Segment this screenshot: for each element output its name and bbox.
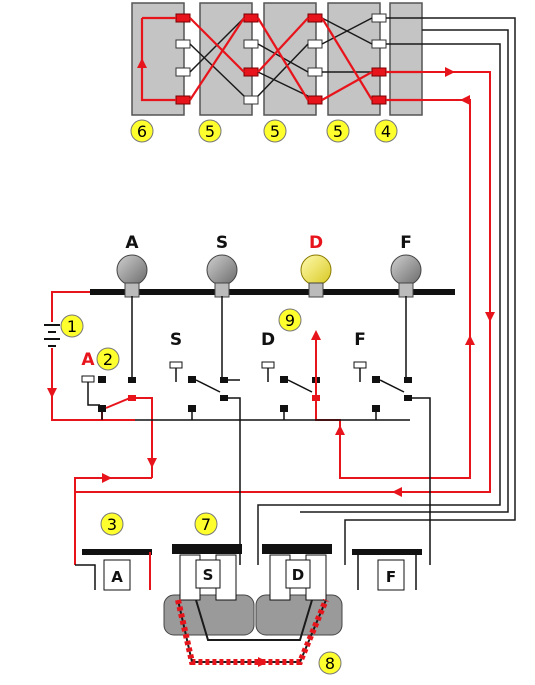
key-switch-a[interactable] (81, 375, 153, 478)
lamp-label-s: S (216, 233, 228, 253)
svg-text:6: 6 (137, 122, 147, 141)
key-switch-s[interactable] (169, 296, 241, 565)
plug-socket-a[interactable]: A (75, 549, 152, 591)
marker-plug-cable: 8 (318, 651, 342, 675)
marker-rotor-right: 5 (326, 119, 350, 143)
lamp-panel: A S D F (90, 233, 455, 298)
lamp-f: F (390, 233, 422, 298)
rotor-right-block (327, 2, 381, 116)
svg-text:7: 7 (201, 515, 211, 534)
key-label-s: S (170, 330, 182, 350)
plug-socket-d[interactable]: D (255, 544, 343, 636)
plug-socket-s[interactable]: S (163, 544, 255, 636)
svg-text:8: 8 (325, 654, 335, 673)
plug-label-d: D (292, 566, 304, 584)
marker-entry-wheel: 4 (374, 119, 398, 143)
rotor-assembly (131, 2, 423, 116)
svg-text:3: 3 (107, 515, 117, 534)
marker-rotor-left: 5 (198, 119, 222, 143)
svg-text:5: 5 (270, 122, 280, 141)
svg-text:9: 9 (285, 311, 295, 330)
lamp-a: A (116, 233, 148, 298)
battery (44, 291, 135, 421)
svg-text:5: 5 (205, 122, 215, 141)
step-markers: 6 5 5 5 4 1 2 9 (60, 119, 398, 675)
lamp-s: S (206, 233, 238, 298)
marker-rotor-middle: 5 (263, 119, 287, 143)
plugboard: A S D F (74, 473, 422, 667)
key-label-d: D (261, 330, 275, 350)
marker-lamp: 9 (278, 308, 302, 332)
marker-key: 2 (96, 347, 120, 371)
key-switch-d[interactable] (261, 340, 320, 412)
key-label-f: F (354, 330, 366, 350)
lamp-label-a: A (125, 233, 139, 253)
lamp-label-d: D (309, 233, 323, 253)
key-label-a: A (81, 350, 95, 370)
plug-socket-f[interactable]: F (352, 549, 422, 591)
reflector-block (131, 2, 185, 116)
marker-plugboard: 3 (100, 512, 124, 536)
plug-cable (175, 598, 329, 667)
entry-wheel-block (389, 2, 423, 116)
lamp-bus-bar (90, 289, 455, 295)
plug-label-a: A (111, 568, 123, 586)
key-switch-f[interactable] (353, 296, 431, 565)
plug-label-f: F (386, 568, 396, 586)
keyboard: A S D F (81, 296, 431, 565)
svg-text:5: 5 (333, 122, 343, 141)
svg-text:2: 2 (103, 350, 113, 369)
lamp-label-f: F (400, 233, 412, 253)
plug-label-s: S (203, 566, 214, 584)
marker-reflector: 6 (130, 119, 154, 143)
svg-text:4: 4 (381, 122, 391, 141)
svg-text:1: 1 (67, 317, 77, 336)
marker-battery: 1 (60, 314, 84, 338)
marker-plugboard-s: 7 (194, 512, 218, 536)
lamp-d: D (300, 233, 332, 298)
